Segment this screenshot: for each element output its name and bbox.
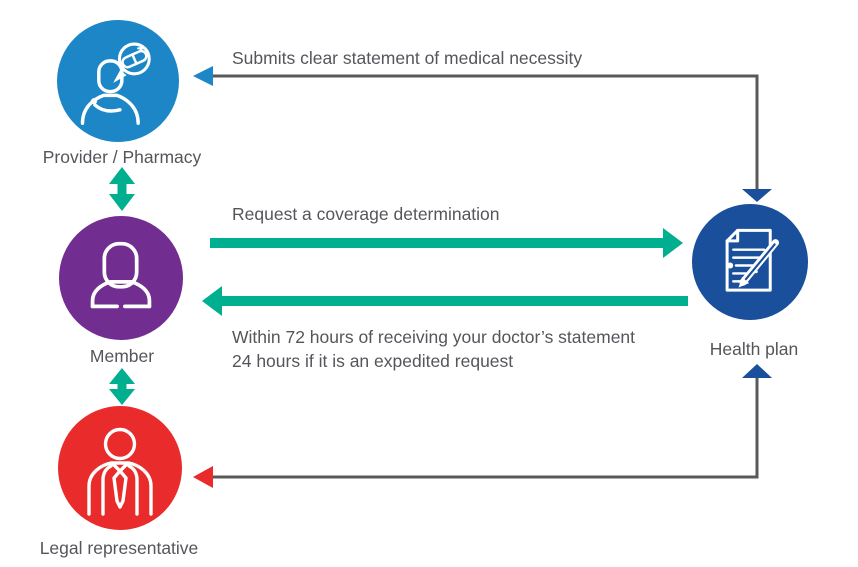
member-legal-double-arrow-icon	[109, 368, 135, 405]
submit-statement-edge-label: Submits clear statement of medical neces…	[232, 48, 583, 68]
legal-representative-label: Legal representative	[39, 538, 199, 558]
response-line-2: 24 hours if it is an expedited request	[232, 350, 514, 371]
person-bust-icon	[90, 241, 152, 309]
member-node	[59, 216, 183, 340]
arrowhead-into-provider-icon	[193, 66, 213, 86]
determination-response-edge-label: Within 72 hours of receiving your doctor…	[232, 326, 635, 373]
provider-member-double-arrow-icon	[109, 167, 135, 211]
provider-pharmacy-node	[57, 20, 179, 142]
response-line-1: Within 72 hours of receiving your doctor…	[232, 327, 636, 347]
health-plan-label: Health plan	[709, 339, 799, 359]
provider-pharmacy-label: Provider / Pharmacy	[42, 147, 202, 167]
person-suit-tie-icon	[87, 427, 153, 516]
legal-representative-node	[58, 406, 182, 530]
request-determination-edge-label: Request a coverage determination	[232, 204, 500, 224]
determination-response-arrow-icon	[202, 286, 688, 316]
provider-healthplan-connector-line	[213, 74, 759, 190]
legal-healthplan-connector-line	[213, 378, 759, 479]
health-plan-node	[692, 204, 808, 320]
member-label: Member	[89, 346, 155, 366]
request-determination-arrow-icon	[210, 228, 683, 258]
arrowhead-into-healthplan-top-icon	[742, 189, 772, 202]
arrowhead-into-legal-icon	[193, 466, 213, 488]
person-headset-medication-speech-bubble-icon	[80, 42, 151, 125]
arrowhead-into-healthplan-bottom-icon	[742, 364, 772, 378]
pen-glyph	[738, 239, 780, 288]
document-pen-icon	[725, 228, 780, 292]
